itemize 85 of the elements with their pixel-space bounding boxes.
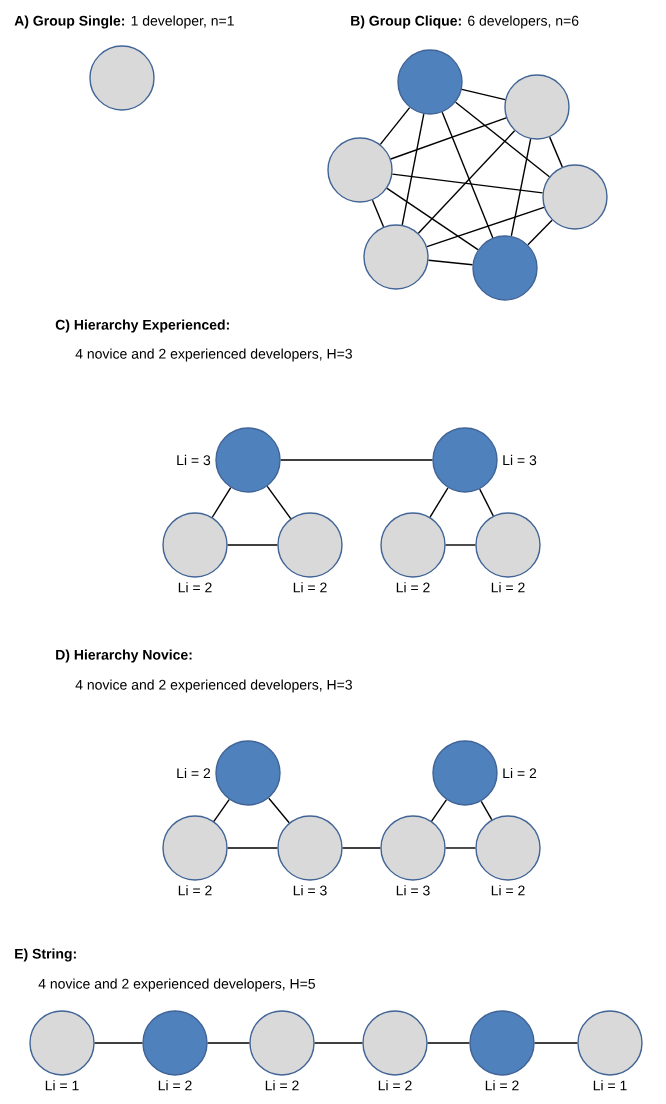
circle-node <box>363 224 429 290</box>
circle-node <box>362 1010 428 1076</box>
connector-line <box>417 130 516 234</box>
circle-node <box>215 427 281 493</box>
section-heading: C) Hierarchy Experienced: <box>55 319 229 333</box>
connector-line <box>426 206 545 248</box>
connector-line <box>441 111 494 239</box>
level-label: Li = 2 <box>293 582 327 593</box>
level-label: Li = 3 <box>503 454 537 466</box>
connector-line <box>427 1042 470 1044</box>
level-label: Li = 2 <box>265 1080 299 1091</box>
connector-line <box>445 847 476 849</box>
connector-line <box>207 1042 250 1044</box>
circle-node <box>380 512 446 578</box>
connector-line <box>314 1042 363 1044</box>
connector-line <box>390 117 507 160</box>
section-heading: 4 novice and 2 experienced developers, H=5 <box>38 978 315 992</box>
level-label: Li = 2 <box>396 582 430 593</box>
connector-line <box>429 487 449 518</box>
connector-line <box>266 485 292 520</box>
circle-node <box>249 1010 315 1076</box>
circle-node <box>577 1010 643 1076</box>
connector-line <box>379 106 411 146</box>
connector-line <box>227 544 278 546</box>
level-label: Li = 1 <box>593 1080 627 1091</box>
section-heading: D) Hierarchy Novice: <box>56 649 192 663</box>
section-heading: A) Group Single: 1 developer, n=1 <box>14 15 234 29</box>
circle-node <box>397 49 463 115</box>
connector-line <box>268 797 290 824</box>
connector-line <box>391 173 544 194</box>
circle-node <box>380 815 446 881</box>
level-label: Li = 1 <box>45 1080 79 1091</box>
circle-node <box>277 512 343 578</box>
circle-node <box>162 815 228 881</box>
level-label: Li = 3 <box>293 885 327 896</box>
circle-node <box>432 740 498 806</box>
connector-line <box>211 487 232 518</box>
level-label: Li = 2 <box>503 767 537 779</box>
level-label: Li = 2 <box>178 885 212 896</box>
connector-line <box>342 847 381 849</box>
connector-line <box>479 488 494 517</box>
circle-node <box>432 427 498 493</box>
circle-node <box>142 1010 208 1076</box>
connector-line <box>386 187 479 251</box>
connector-line <box>430 799 448 822</box>
level-label: Li = 2 <box>177 767 211 779</box>
connector-line <box>527 219 553 246</box>
connector-line <box>549 136 563 168</box>
circle-node <box>215 740 281 806</box>
circle-node <box>472 235 538 301</box>
connector-line <box>480 800 493 821</box>
circle-node <box>469 1010 535 1076</box>
circle-node <box>162 512 228 578</box>
level-label: Li = 2 <box>158 1080 192 1091</box>
connector-line <box>280 459 433 461</box>
level-label: Li = 2 <box>178 582 212 593</box>
circle-node <box>277 815 343 881</box>
connector-line <box>213 799 230 822</box>
level-label: Li = 2 <box>378 1080 412 1091</box>
circle-node <box>29 1010 95 1076</box>
level-label: Li = 2 <box>491 885 525 896</box>
connector-line <box>461 88 506 101</box>
connector-line <box>445 544 476 546</box>
circle-node <box>475 512 541 578</box>
connector-line <box>371 199 385 228</box>
circle-node <box>542 164 608 230</box>
section-heading: B) Group Clique: 6 developers, n=6 <box>351 15 579 29</box>
connector-line <box>427 259 474 266</box>
section-heading: E) String: <box>15 948 76 962</box>
connector-line <box>94 1042 143 1044</box>
level-label: Li = 2 <box>491 582 525 593</box>
level-label: Li = 3 <box>177 454 211 466</box>
circle-node <box>504 74 570 140</box>
section-heading: 4 novice and 2 experienced developers, H=3 <box>75 348 352 362</box>
connector-line <box>534 1042 578 1044</box>
connector-line <box>454 101 551 178</box>
circle-node <box>475 815 541 881</box>
level-label: Li = 3 <box>396 885 430 896</box>
circle-node <box>89 45 155 111</box>
connector-line <box>510 138 532 237</box>
circle-node <box>327 137 393 203</box>
level-label: Li = 2 <box>485 1080 519 1091</box>
section-heading: 4 novice and 2 experienced developers, H=3 <box>75 679 352 693</box>
connector-line <box>227 847 278 849</box>
connector-line <box>401 113 425 226</box>
